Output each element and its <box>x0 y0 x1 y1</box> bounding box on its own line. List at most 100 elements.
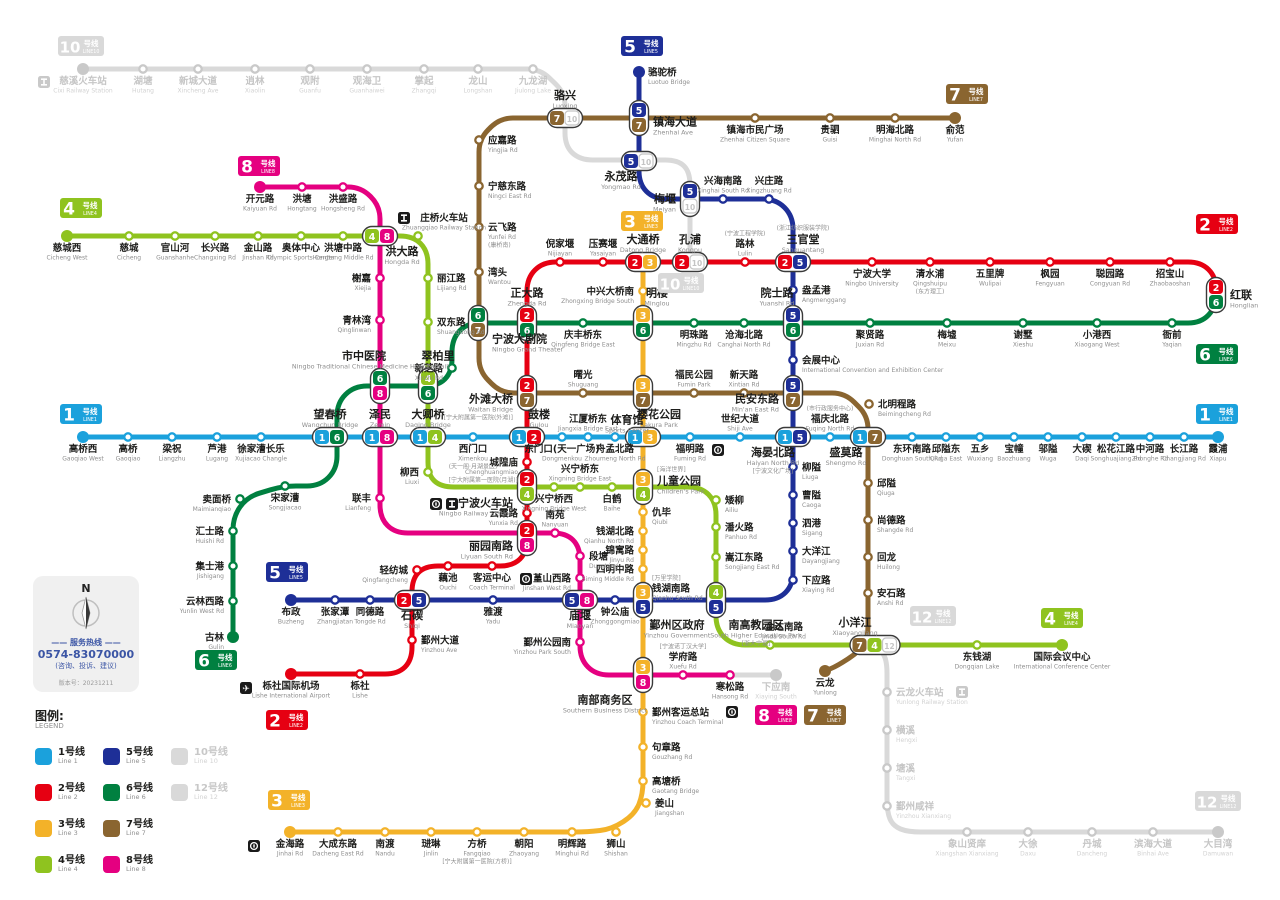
station-Ailiu <box>711 495 721 505</box>
label: 鄞州公园南 <box>523 637 571 649</box>
station-dot <box>867 257 877 267</box>
label: 5 <box>628 157 635 168</box>
label: 柳西 <box>400 467 420 479</box>
metro-icon <box>712 444 724 456</box>
station-label-Sports Center: 体育馆Sports Center <box>605 413 649 435</box>
label: Canghai North Rd <box>717 342 770 349</box>
station-Xinzhi Rd <box>447 363 457 373</box>
station-Yinzhou Ave <box>407 635 417 645</box>
station-Qianhu North Rd <box>638 526 648 536</box>
label: LINE7 <box>827 718 841 724</box>
label: 7 <box>872 433 879 444</box>
label: 芦港 <box>207 443 227 455</box>
legend-title-en: LEGEND <box>35 722 64 730</box>
station-Jinshan West Rd <box>575 573 585 583</box>
label: Qianhu North Rd <box>584 538 634 545</box>
label: 观海卫 <box>352 75 382 87</box>
label: Yunfei Rd <box>487 234 516 241</box>
station-label-Sakura Park: 樱花公园Sakura Park <box>637 407 681 429</box>
label: 霞浦 <box>1208 443 1228 455</box>
label: South Higher Education Park <box>710 631 802 639</box>
station-dot <box>522 508 532 518</box>
station-Chenghuangmiao <box>522 457 532 467</box>
station-Qinglinwan <box>375 315 385 325</box>
label: 高塘桥 <box>652 776 681 788</box>
station-dot <box>972 640 982 650</box>
label: 号线 <box>644 213 659 223</box>
label: 1 <box>417 433 424 444</box>
label: 鄞州大道 <box>421 635 460 647</box>
label: 方桥 <box>467 838 487 850</box>
station-dot <box>638 286 648 296</box>
label: 卖面桥 <box>202 494 231 506</box>
station-dot <box>549 482 559 492</box>
station-dot <box>638 545 648 555</box>
station-dot <box>212 432 222 442</box>
label: ✈ <box>242 684 250 694</box>
station-Ningci East Rd <box>474 181 484 191</box>
label: Wuga <box>1039 456 1056 463</box>
label: Datong Bridge <box>620 246 666 254</box>
station-Qingfeng Bridge East <box>578 318 588 328</box>
station-dot <box>362 64 372 74</box>
label: Ningbo University <box>845 281 899 288</box>
station-dot <box>718 194 728 204</box>
station-dot <box>788 285 798 295</box>
label: Hongtang <box>287 206 317 213</box>
station-Sigang <box>788 518 798 528</box>
station-label-Ningbo Traditional Chinese Medicine Hospital: 市中医院Ningbo Traditional Chinese Medicine … <box>292 349 436 371</box>
legend-swatch-line-1 <box>35 748 52 765</box>
station-dot <box>210 231 220 241</box>
terminal-dot <box>633 66 645 78</box>
label: Xinzhi Rd <box>415 375 443 382</box>
station-label-Fumin Park: 福民公园Fumin Park <box>674 369 713 389</box>
station-Dongmenkou <box>557 432 567 442</box>
label: 1 <box>632 433 639 444</box>
label: 2 <box>1199 216 1211 236</box>
label: [宁大附属第一医院(月湖)] <box>449 476 518 484</box>
station-Jishigang <box>228 561 238 571</box>
station-Xuefu Rd <box>678 670 688 680</box>
interchange-Daqing Bridge: 14 <box>409 426 447 448</box>
station-dot <box>641 798 651 808</box>
label: LINE5 <box>289 575 303 581</box>
station-Liuxi <box>423 467 433 477</box>
station-dot <box>1111 432 1121 442</box>
station-dot <box>610 595 620 605</box>
label: 慈城西 <box>53 242 82 254</box>
label: Zhongxing Bridge South <box>561 298 634 305</box>
station-Siming Middle Rd <box>638 564 648 574</box>
interchange-Zhengda Rd: 26 <box>516 304 538 342</box>
label: Min'an East Rd <box>732 405 779 413</box>
label: 号线 <box>1221 793 1237 803</box>
station-label-Beimingcheng Rd: 北明程路Beimingcheng Rd <box>878 399 931 419</box>
label: 云林西路 <box>186 596 225 608</box>
station-label-Donghuan South Rd: 东环南路Donghuan South Rd <box>882 443 942 463</box>
label: 7 <box>640 396 647 407</box>
legend-swatch-line-6 <box>103 784 120 801</box>
label: [海洋世界] <box>657 466 686 474</box>
label: Qiuga <box>877 490 895 497</box>
label: Jinhai Rd <box>276 851 303 858</box>
label: 6 <box>790 326 797 337</box>
label: 洪塘 <box>292 193 312 205</box>
label: 3 <box>647 433 654 444</box>
station-label-Gouzhang Rd: 句章路Gouzhang Rd <box>652 742 692 762</box>
label: 会展中心 <box>802 355 841 367</box>
label: Hutang <box>132 88 154 95</box>
label: Xiapu <box>1209 456 1226 463</box>
station-dot <box>975 432 985 442</box>
label: 3 <box>624 213 636 233</box>
label: Lijiang Rd <box>437 285 467 292</box>
label: LINE10 <box>83 49 100 55</box>
